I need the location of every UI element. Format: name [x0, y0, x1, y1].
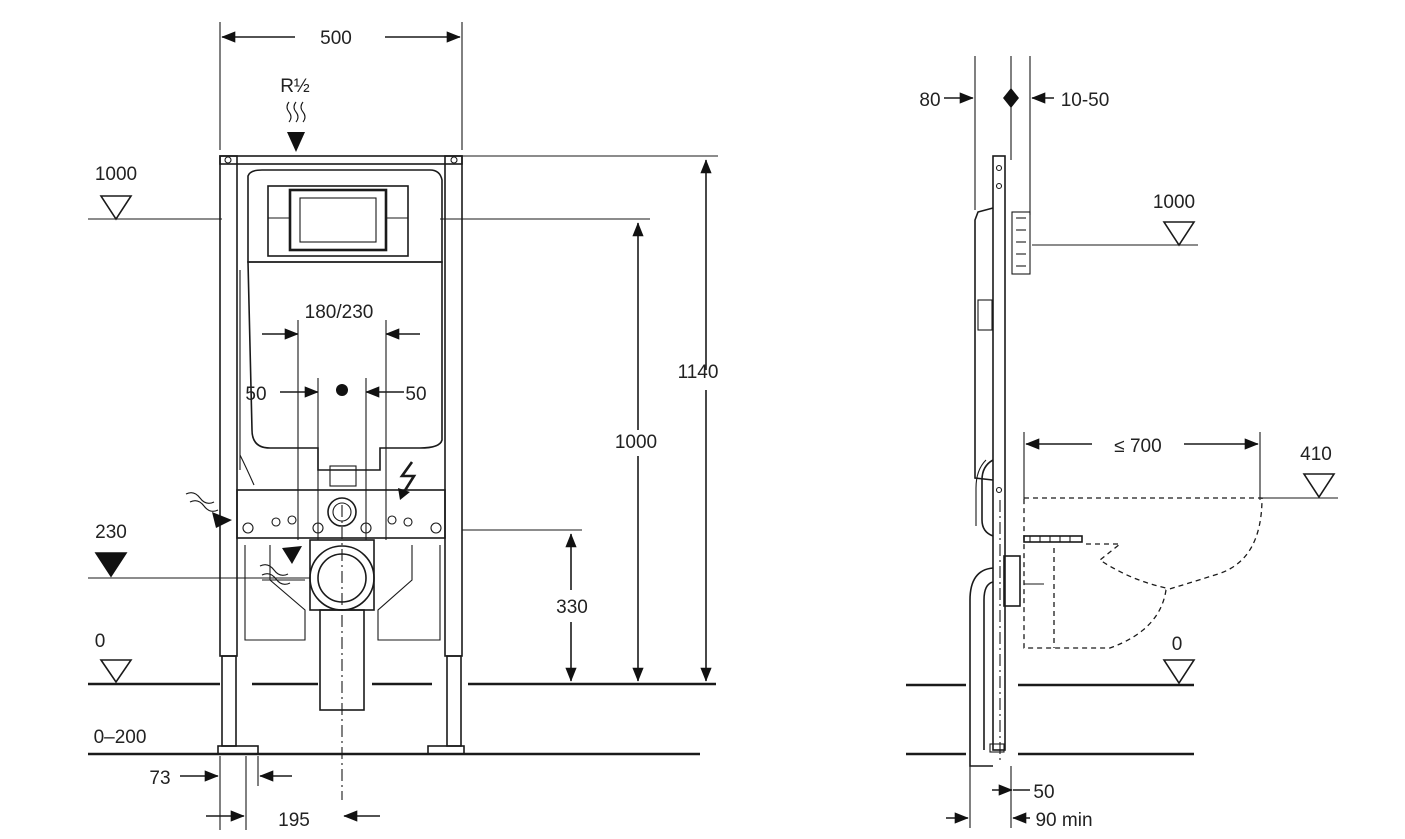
- side-level-1000-marker: 1000: [1032, 192, 1198, 247]
- flush-distance-dimension: 180/230: [262, 302, 420, 540]
- side-level-1000-label: 1000: [1153, 192, 1195, 213]
- side-floor-level: 0: [906, 634, 1196, 756]
- offset-dimensions: 50 50: [245, 378, 427, 540]
- depth-80-label: 80: [919, 90, 940, 111]
- projection-label: ≤ 700: [1114, 436, 1161, 457]
- side-level-0-label: 0: [1172, 634, 1183, 655]
- level-410-label: 410: [1300, 444, 1332, 465]
- side-view: 80 10-50: [906, 56, 1338, 831]
- axis-195-label: 195: [278, 810, 310, 831]
- floor-range-label: 0–200: [94, 727, 147, 748]
- floor-level-marker: 0: [88, 631, 716, 686]
- front-view: 500 R½: [88, 22, 718, 831]
- offset-left-label: 50: [245, 384, 266, 405]
- side-dim-90-label: 90 min: [1035, 810, 1092, 831]
- pipe-fittings: [242, 497, 442, 534]
- raw-floor-line: 0–200: [88, 727, 700, 756]
- side-dim-50-label: 50: [1033, 782, 1054, 803]
- width-dimension: 500: [219, 22, 463, 150]
- depth-dimensions: 80 10-50: [919, 56, 1109, 215]
- flush-distance-label: 180/230: [305, 302, 374, 323]
- water-supply-symbol: R½: [280, 76, 310, 152]
- cistern: [239, 169, 443, 487]
- wc-bowl-outline: [1023, 497, 1263, 649]
- foot-dimensions: 73 195: [149, 756, 380, 831]
- installation-frame: [217, 155, 465, 755]
- depth-10-50-label: 10-50: [1061, 90, 1110, 111]
- height-330-label: 330: [556, 597, 588, 618]
- height-dimensions: 1140 1000 330: [462, 155, 719, 682]
- projection-dimension: ≤ 700: [1023, 432, 1261, 500]
- level-410-marker: 410: [1262, 444, 1338, 499]
- drain-bend: [259, 505, 375, 800]
- foot-73-label: 73: [149, 768, 170, 789]
- height-1140-label: 1140: [678, 362, 719, 383]
- level-1000-marker: 1000: [88, 164, 650, 221]
- frame-braces: [244, 545, 441, 641]
- level-230-label: 230: [95, 522, 127, 543]
- offset-right-label: 50: [405, 384, 426, 405]
- level-0-label: 0: [95, 631, 106, 652]
- side-frame: [969, 155, 1031, 767]
- side-bottom-dimensions: 50 90 min: [946, 766, 1093, 831]
- level-230-marker: 230: [88, 522, 310, 579]
- supply-label: R½: [280, 76, 310, 97]
- power-connection-icon: [398, 461, 417, 500]
- height-1000-label: 1000: [615, 432, 657, 453]
- level-1000-label: 1000: [95, 164, 137, 185]
- width-label: 500: [320, 28, 352, 49]
- drain-wave-icon: [185, 492, 232, 528]
